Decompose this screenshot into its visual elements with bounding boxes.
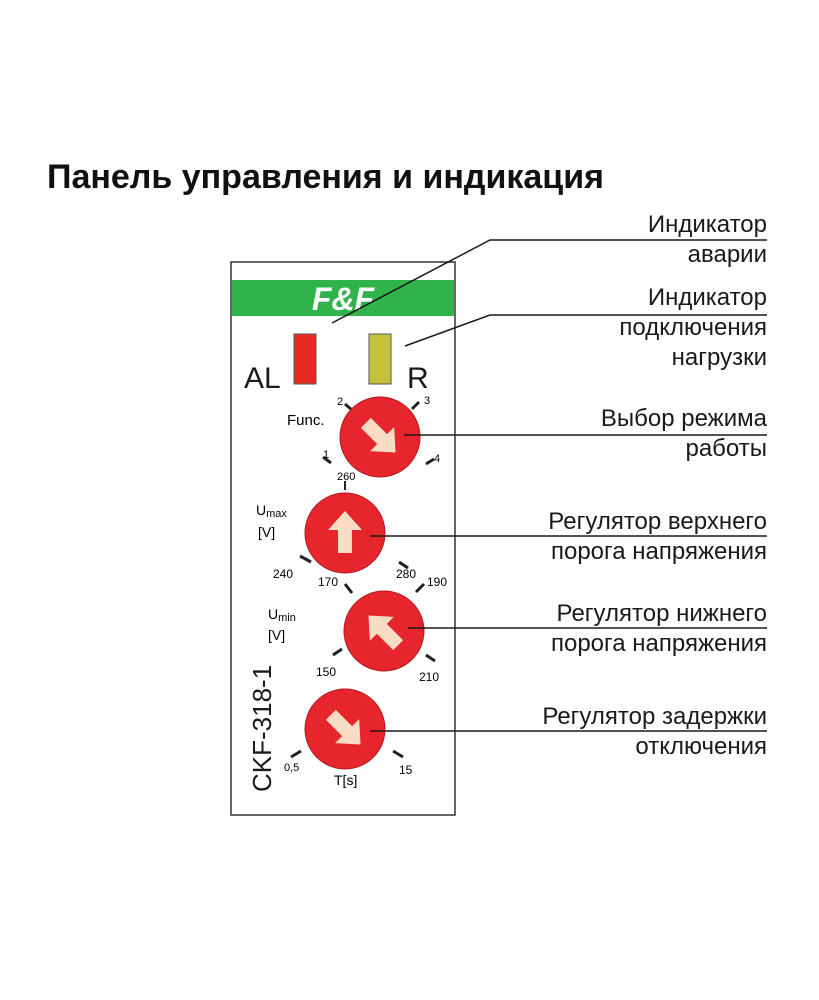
- callout-alarm-indicator: Индикатор аварии: [648, 210, 767, 270]
- callout-load-line-1: Индикатор: [647, 284, 767, 311]
- umin-max-label: 210: [419, 670, 439, 684]
- leader-alarm: [331, 239, 767, 324]
- load-indicator-led: [368, 333, 392, 385]
- alarm-indicator-led: [293, 333, 317, 385]
- callout-upper-line-2: порога напряжения: [550, 538, 767, 565]
- callout-mode-line-2: работы: [685, 435, 767, 462]
- brand-logo: F&F: [312, 281, 376, 317]
- umax-max-label: 280: [396, 567, 416, 581]
- callout-load-indicator: Индикатор подключения нагрузки: [619, 283, 767, 373]
- leader-load: [404, 314, 767, 347]
- umin-top-right-label: 190: [427, 575, 447, 589]
- umax-mid-label: 260: [337, 471, 355, 483]
- delay-max-label: 15: [399, 763, 413, 777]
- callout-delay-line-2: отключения: [635, 733, 767, 760]
- callout-lower-threshold: Регулятор нижнего порога напряжения: [551, 599, 767, 659]
- umin-unit: [V]: [268, 627, 285, 643]
- al-label: AL: [244, 362, 281, 395]
- callout-load-line-3: нагрузки: [671, 344, 767, 371]
- r-label: R: [407, 362, 429, 395]
- arrow-down-right-icon: [325, 709, 361, 745]
- umin-label-main: U: [268, 606, 278, 622]
- callout-load-line-2: подключения: [619, 314, 767, 341]
- delay-knob-group: 0,5 15 T[s]: [284, 688, 413, 788]
- umax-min-label: 240: [273, 567, 293, 581]
- func-mark-4: 4: [434, 453, 440, 465]
- umax-knob-group: Umax [V] 260 240 280: [256, 471, 416, 581]
- callout-delay-line-1: Регулятор задержки: [542, 703, 767, 730]
- delay-min-label: 0,5: [284, 762, 299, 774]
- umin-top-left-label: 170: [318, 575, 338, 589]
- delay-label: T[s]: [334, 772, 357, 788]
- brand-band: [232, 280, 454, 316]
- umax-label-main: U: [256, 502, 266, 518]
- func-mark-3: 3: [424, 395, 430, 407]
- callout-lower-line-1: Регулятор нижнего: [556, 600, 767, 627]
- func-label: Func.: [287, 412, 325, 429]
- page-title: Панель управления и индикация: [47, 158, 604, 196]
- callout-mode-select: Выбор режима работы: [601, 404, 767, 464]
- arrow-up-left-icon: [368, 615, 404, 651]
- callout-lower-line-2: порога напряжения: [550, 630, 767, 657]
- callout-alarm-line-2: аварии: [687, 241, 767, 268]
- func-mark-1: 1: [323, 449, 329, 461]
- callout-mode-line-1: Выбор режима: [600, 405, 767, 432]
- callout-alarm-line-1: Индикатор: [647, 211, 767, 238]
- callout-delay: Регулятор задержки отключения: [542, 702, 767, 762]
- umax-label-sub: max: [266, 508, 287, 520]
- svg-text:Umin: Umin: [268, 606, 296, 624]
- umax-unit: [V]: [258, 524, 275, 540]
- umin-label-sub: min: [278, 612, 296, 624]
- func-knob-group: Func. 1 2 3 4: [287, 395, 440, 478]
- svg-text:Umax: Umax: [256, 502, 287, 520]
- umin-knob-group: Umin [V] 170 190 150 210: [268, 575, 447, 684]
- func-mark-2: 2: [337, 396, 343, 408]
- arrow-down-right-icon: [360, 417, 396, 453]
- arrow-up-icon: [328, 511, 362, 553]
- callout-upper-line-1: Регулятор верхнего: [548, 508, 767, 535]
- callout-upper-threshold: Регулятор верхнего порога напряжения: [548, 507, 767, 567]
- model-label: CKF-318-1: [247, 665, 277, 792]
- umin-min-label: 150: [316, 665, 336, 679]
- leader-lines: [331, 239, 767, 732]
